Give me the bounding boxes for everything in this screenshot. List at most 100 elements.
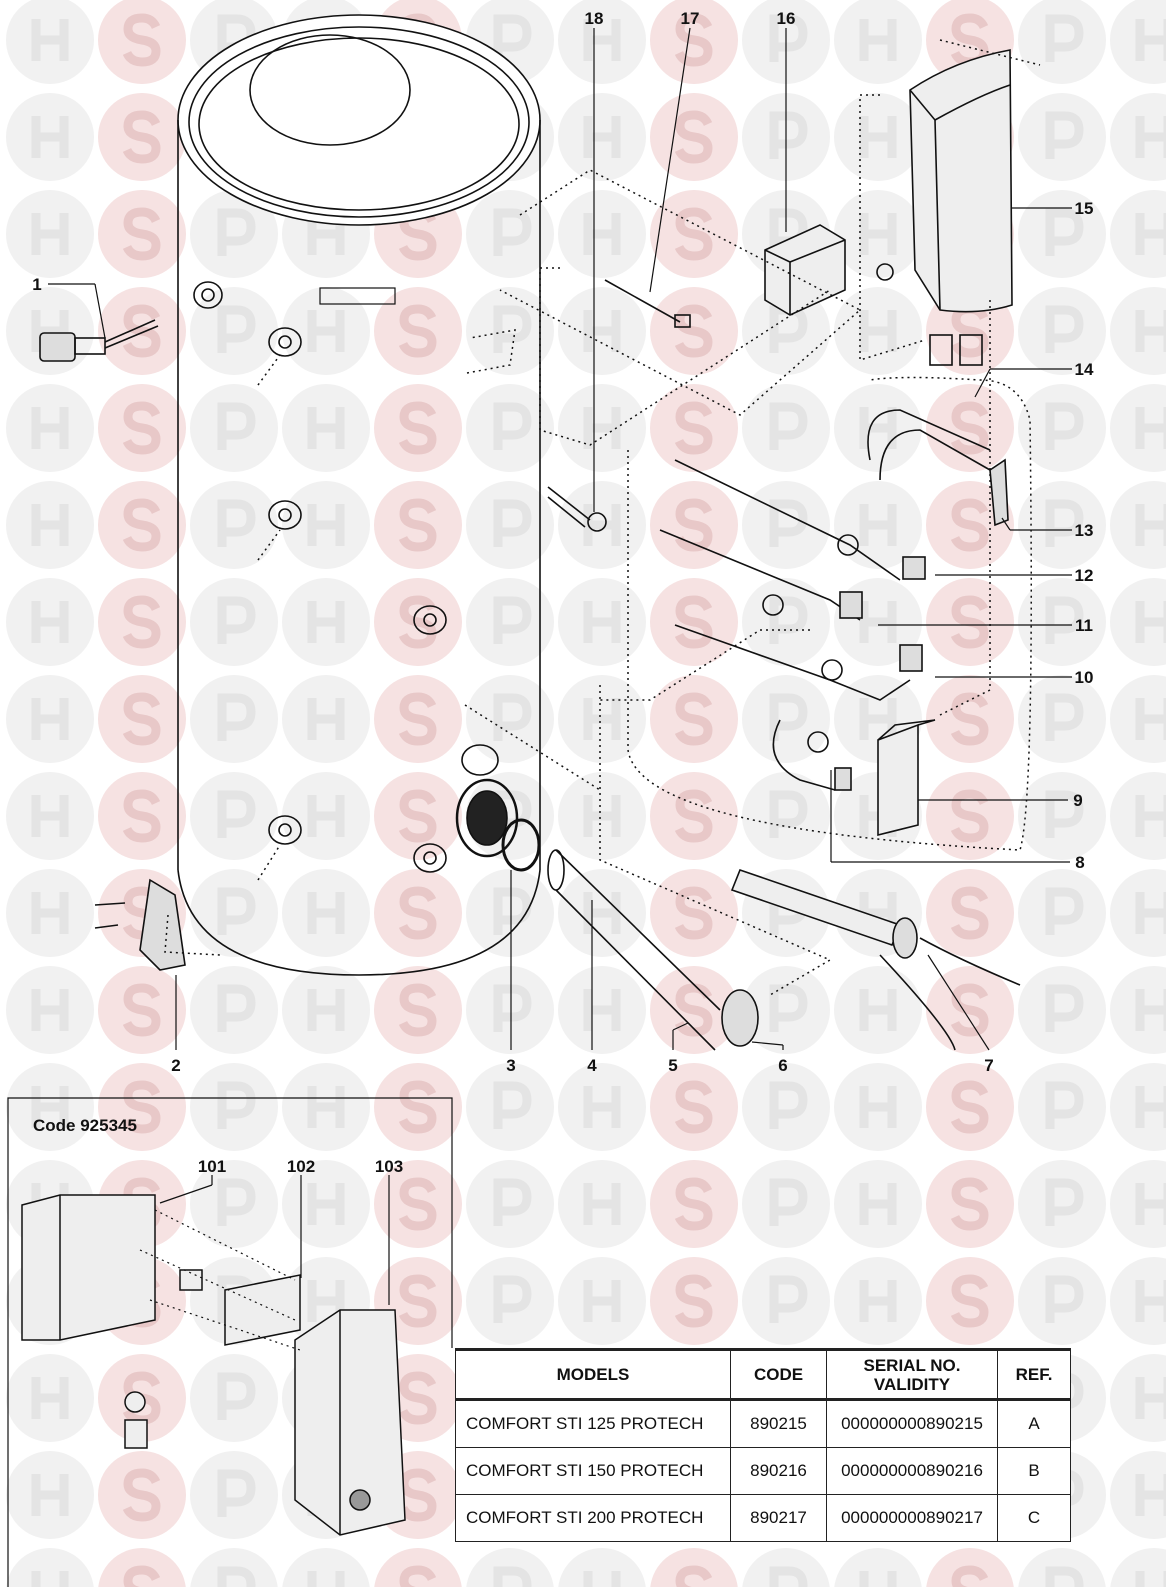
cell-serial: 000000000890215 xyxy=(826,1399,998,1448)
callout-13: 13 xyxy=(1075,521,1094,540)
watermark-mark-h xyxy=(282,481,370,569)
watermark-mark-p xyxy=(190,675,278,763)
watermark-mark-p xyxy=(1018,675,1106,763)
watermark-mark-h xyxy=(1110,966,1166,1054)
watermark-mark-h xyxy=(282,384,370,472)
watermark-mark-s xyxy=(98,384,186,472)
watermark-mark-h xyxy=(282,675,370,763)
part-16-thermostat-box xyxy=(764,224,846,316)
cell-ref: B xyxy=(997,1447,1071,1495)
table-row: COMFORT STI 125 PROTECH 890215 000000000… xyxy=(455,1399,1071,1448)
watermark-mark-s xyxy=(650,1063,738,1151)
watermark-mark-h xyxy=(558,93,646,181)
cell-model: COMFORT STI 200 PROTECH xyxy=(455,1494,731,1542)
watermark-mark-s xyxy=(650,1548,738,1587)
watermark-mark-p xyxy=(190,1063,278,1151)
watermark-mark-p xyxy=(1018,966,1106,1054)
watermark-mark-p xyxy=(466,481,554,569)
watermark-mark-s xyxy=(650,1257,738,1345)
cell-ref: A xyxy=(997,1399,1071,1448)
header-models: MODELS xyxy=(455,1348,731,1401)
watermark-mark-p xyxy=(742,1063,830,1151)
watermark-mark-p xyxy=(1018,384,1106,472)
watermark-mark-p xyxy=(1018,578,1106,666)
watermark-mark-h xyxy=(282,1548,370,1587)
callout-1: 1 xyxy=(32,275,41,294)
watermark-mark-h xyxy=(834,966,922,1054)
watermark-mark-p xyxy=(1018,1548,1106,1587)
watermark-mark-h xyxy=(6,966,94,1054)
watermark-mark-h xyxy=(6,772,94,860)
part-4-sheath xyxy=(547,849,759,1051)
watermark-mark-h xyxy=(834,93,922,181)
watermark-mark-h xyxy=(6,675,94,763)
watermark-mark-h xyxy=(1110,0,1166,84)
watermark-mark-p xyxy=(1018,1257,1106,1345)
watermark-mark-s xyxy=(98,287,186,375)
watermark-mark-h xyxy=(1110,287,1166,375)
callout-9: 9 xyxy=(1073,791,1082,810)
watermark-mark-p xyxy=(190,384,278,472)
watermark-mark-h xyxy=(558,966,646,1054)
callout-2: 2 xyxy=(171,1056,180,1075)
table-row: COMFORT STI 200 PROTECH 890217 000000000… xyxy=(455,1494,1071,1542)
watermark-mark-h xyxy=(1110,772,1166,860)
watermark-mark-s xyxy=(926,966,1014,1054)
watermark-mark-s xyxy=(98,1063,186,1151)
callout-12: 12 xyxy=(1075,566,1094,585)
watermark-mark-s xyxy=(98,190,186,278)
watermark-mark-h xyxy=(834,1257,922,1345)
watermark-mark-s xyxy=(98,1451,186,1539)
watermark-mark-h xyxy=(282,1160,370,1248)
watermark-mark-p xyxy=(1018,190,1106,278)
leader-lines xyxy=(48,27,1072,1051)
callout-15: 15 xyxy=(1075,199,1094,218)
watermark-mark-h xyxy=(282,578,370,666)
watermark-mark-h xyxy=(6,0,94,84)
watermark-mark-h xyxy=(282,1063,370,1151)
watermark-mark-p xyxy=(1018,0,1106,84)
cell-serial: 000000000890216 xyxy=(826,1447,998,1495)
watermark-mark-s xyxy=(926,772,1014,860)
watermark-mark-p xyxy=(742,1257,830,1345)
watermark-mark-s xyxy=(650,1160,738,1248)
watermark-mark-s xyxy=(650,481,738,569)
watermark-mark-p xyxy=(190,1451,278,1539)
watermark-mark-h xyxy=(1110,1548,1166,1587)
watermark-mark-s xyxy=(374,675,462,763)
watermark-mark-s xyxy=(650,578,738,666)
callout-7: 7 xyxy=(984,1056,993,1075)
watermark-mark-p xyxy=(466,869,554,957)
watermark-mark-p xyxy=(466,190,554,278)
watermark-mark-s xyxy=(650,772,738,860)
watermark-mark-p xyxy=(1018,481,1106,569)
watermark-mark-h xyxy=(6,578,94,666)
callout-16: 16 xyxy=(777,9,796,28)
watermark-mark-p xyxy=(742,772,830,860)
watermark-mark-s xyxy=(374,869,462,957)
watermark-mark-h xyxy=(282,966,370,1054)
watermark-mark-s xyxy=(926,578,1014,666)
watermark-mark-s xyxy=(98,481,186,569)
watermark-mark-s xyxy=(98,675,186,763)
watermark-mark-h xyxy=(1110,1160,1166,1248)
callout-5: 5 xyxy=(668,1056,677,1075)
assembly-guides xyxy=(164,39,1041,996)
callout-4: 4 xyxy=(587,1056,597,1075)
watermark-mark-h xyxy=(1110,869,1166,957)
watermark-mark-p xyxy=(466,1160,554,1248)
watermark-mark-h xyxy=(282,772,370,860)
callout-17: 17 xyxy=(681,9,700,28)
cell-code: 890215 xyxy=(730,1399,827,1448)
watermark-mark-p xyxy=(1018,93,1106,181)
watermark-mark-p xyxy=(1018,869,1106,957)
watermark-mark-s xyxy=(98,578,186,666)
watermark-mark-h xyxy=(1110,481,1166,569)
watermark-mark-p xyxy=(466,675,554,763)
inset-control-box-kit: Code 925345 101 102 103 xyxy=(7,1097,453,1587)
inset-code-label: Code 925345 xyxy=(33,1116,137,1135)
watermark-mark-h xyxy=(834,1160,922,1248)
watermark-mark-h xyxy=(1110,190,1166,278)
watermark-mark-s xyxy=(374,1063,462,1151)
